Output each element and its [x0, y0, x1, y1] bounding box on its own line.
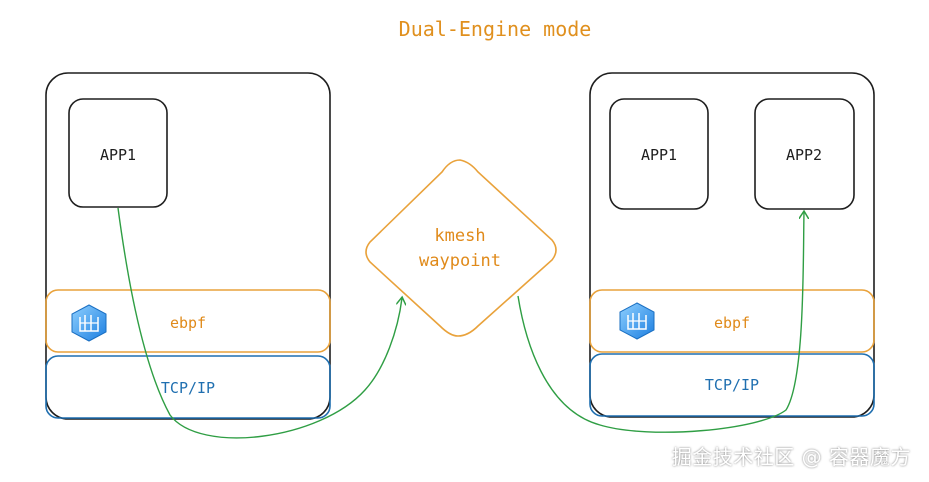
right-tcpip-box [589, 353, 875, 417]
right-ebpf-label: ebpf [714, 314, 750, 332]
left-ebpf-icon [71, 304, 107, 342]
watermark: 掘金技术社区 @ 容器魔方 [671, 445, 911, 469]
right-app2-label: APP2 [786, 146, 822, 164]
waypoint-diamond [365, 159, 557, 337]
left-tcpip-label: TCP/IP [161, 379, 215, 397]
left-ebpf-label: ebpf [170, 314, 206, 332]
left-ebpf-box [45, 289, 331, 353]
waypoint-label-line2: waypoint [419, 251, 501, 271]
right-app2-box [754, 98, 855, 210]
left-app1-box [68, 98, 168, 208]
left-node-box [45, 72, 331, 420]
right-node-box [589, 72, 875, 418]
left-tcpip-box [45, 355, 331, 419]
right-ebpf-box [589, 289, 875, 353]
right-app1-box [609, 98, 709, 210]
waypoint-label-line1: kmesh [434, 226, 485, 246]
left-app1-label: APP1 [100, 146, 136, 164]
right-tcpip-label: TCP/IP [705, 376, 759, 394]
right-ebpf-icon [619, 302, 655, 340]
flow-arrow-waypoint-to-app2 [517, 212, 804, 433]
left-node: APP1 ebpf TCP/IP [45, 72, 331, 420]
right-app1-label: APP1 [641, 146, 677, 164]
waypoint: kmesh waypoint [365, 159, 557, 337]
flow-arrow-app1-to-waypoint [117, 207, 402, 439]
right-node: APP1 APP2 ebpf TCP/IP [589, 72, 875, 418]
diagram-title: Dual-Engine mode [399, 17, 592, 41]
